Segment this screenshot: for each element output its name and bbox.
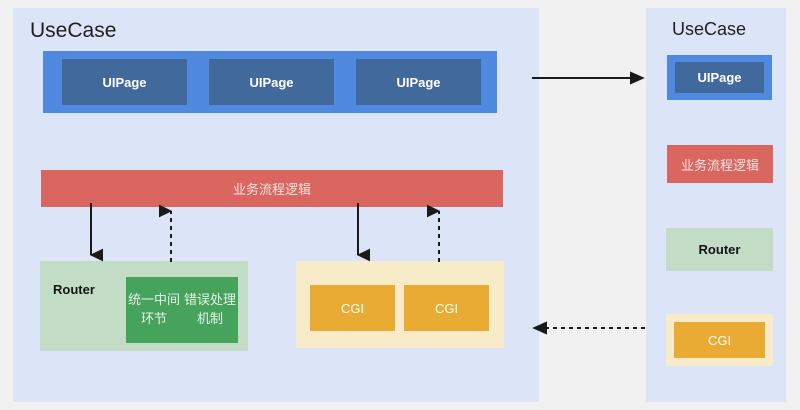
right-panel-title: UseCase bbox=[672, 19, 747, 39]
right-router-box[interactable]: Router bbox=[666, 228, 773, 271]
right-business-logic-box[interactable]: 业务流程逻辑 bbox=[667, 145, 773, 183]
left-panel-title: UseCase bbox=[30, 19, 117, 42]
error-handling-line-2: 错误处理机制 bbox=[183, 292, 236, 326]
uipage-box-2[interactable]: UIPage bbox=[209, 59, 334, 105]
uipage-box-1[interactable]: UIPage bbox=[62, 59, 187, 105]
cgi-box-1[interactable]: CGI bbox=[310, 285, 395, 331]
business-logic-bar[interactable]: 业务流程逻辑 bbox=[41, 170, 503, 207]
router-label: Router bbox=[53, 281, 95, 297]
unified-error-handling-box[interactable]: 统一中间环节 错误处理机制 bbox=[126, 277, 238, 343]
uipage-box-3[interactable]: UIPage bbox=[356, 59, 481, 105]
error-handling-line-1: 统一中间环节 bbox=[127, 292, 180, 326]
cross-connector-top-arrow bbox=[532, 71, 645, 85]
right-uipage-box[interactable]: UIPage bbox=[675, 62, 764, 93]
right-cgi-box[interactable]: CGI bbox=[674, 322, 765, 358]
cross-connector-bottom-arrow bbox=[532, 321, 645, 335]
cgi-box-2[interactable]: CGI bbox=[404, 285, 489, 331]
